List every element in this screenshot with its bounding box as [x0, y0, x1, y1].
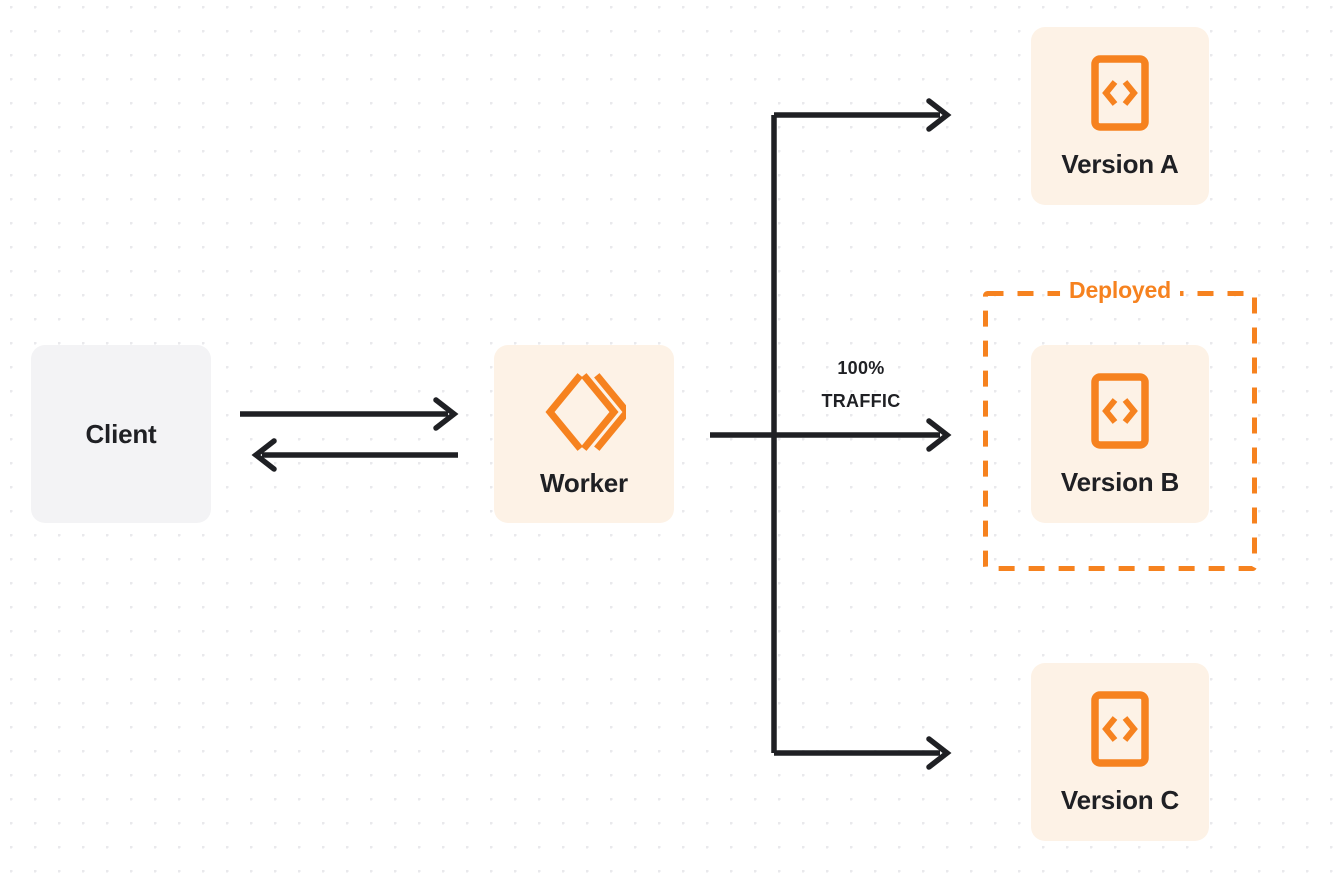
traffic-label: 100% TRAFFIC [796, 352, 926, 418]
node-worker[interactable]: Worker [494, 345, 674, 523]
deployed-label: Deployed [1060, 275, 1180, 305]
worker-label: Worker [540, 468, 628, 498]
version-c-label: Version C [1060, 785, 1180, 815]
node-version-a[interactable]: Version A [1031, 27, 1209, 205]
code-document-icon [1091, 373, 1149, 449]
connector-worker-versions [710, 98, 952, 770]
cloudflare-workers-logo-icon [545, 373, 626, 451]
branch-arrow-version-a [774, 98, 952, 132]
version-a-label: Version A [1061, 149, 1179, 179]
node-version-b[interactable]: Version B [1031, 345, 1209, 523]
connector-client-worker [240, 397, 459, 472]
code-document-icon [1091, 691, 1149, 767]
request-arrow-right [240, 397, 459, 431]
branch-arrow-version-c [774, 736, 952, 770]
version-b-label: Version B [1060, 467, 1180, 497]
code-document-icon [1091, 55, 1149, 131]
traffic-percent: 100% [837, 358, 885, 378]
traffic-word: TRAFFIC [821, 391, 901, 411]
client-label: Client [85, 419, 157, 449]
branch-arrow-version-b [774, 418, 952, 452]
response-arrow-left [251, 438, 458, 472]
node-client[interactable]: Client [31, 345, 211, 523]
node-version-c[interactable]: Version C [1031, 663, 1209, 841]
